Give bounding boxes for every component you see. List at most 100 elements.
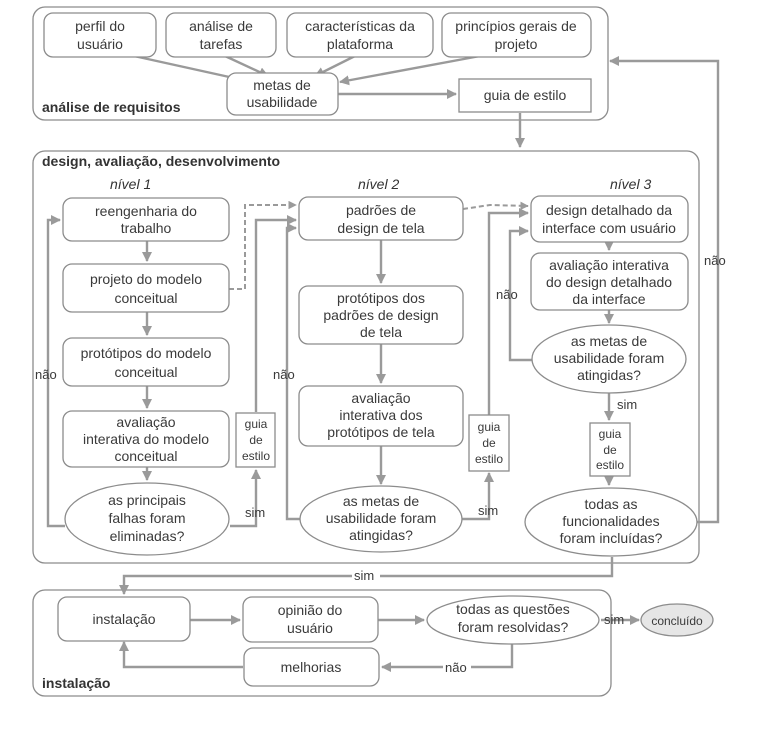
- edge-label-no-requirements: não: [704, 253, 726, 268]
- edge-label-no-l3: não: [496, 287, 518, 302]
- dashed-l2-to-l3: [462, 201, 529, 210]
- connectors: [46, 54, 720, 673]
- arrow-principles-to-goals: [339, 54, 481, 86]
- arrow-no-back-to-requirements: [608, 55, 720, 524]
- arrow-l1-guide-to-l2: [254, 214, 298, 412]
- section-title-installation: instalação: [42, 675, 110, 691]
- section-title-requirements: análise de requisitos: [42, 99, 181, 115]
- node-label: eliminadas?: [110, 528, 185, 544]
- node-label: avaliação interativa: [549, 257, 669, 273]
- node-label: concluído: [651, 614, 703, 628]
- node-label: protótipos de tela: [327, 424, 435, 440]
- edge-label-yes-done: sim: [604, 612, 624, 627]
- node-label: padrões de design: [323, 307, 438, 323]
- node-label: avaliação: [351, 390, 410, 406]
- node-label: conceitual: [114, 364, 177, 380]
- node-label: instalação: [92, 611, 155, 627]
- node-label: conceitual: [114, 448, 177, 464]
- node-label: reengenharia do: [95, 203, 197, 219]
- node-label: perfil do: [75, 18, 125, 34]
- node-label: características da: [305, 18, 415, 34]
- edge-label-yes-to-installation: sim: [354, 568, 374, 583]
- node-label: guia: [478, 420, 501, 434]
- node-platform: características da plataforma: [286, 12, 434, 58]
- edge-label-no-l2: não: [273, 367, 295, 382]
- node-l2-decision: as metas de usabilidade foram atingidas?: [299, 485, 463, 553]
- node-l2-patterns: padrões de design de tela: [298, 196, 464, 241]
- node-label: interativa dos: [339, 407, 422, 423]
- arrow-l1-yes-to-guide: [230, 468, 262, 528]
- node-label: as metas de: [571, 333, 647, 349]
- node-label: interface com usuário: [542, 220, 676, 236]
- node-label: tarefas: [200, 36, 243, 52]
- node-l3-detailed-design: design detalhado da interface com usuári…: [530, 195, 689, 243]
- node-label: do design detalhado: [546, 274, 672, 290]
- node-label: foram incluídas?: [560, 530, 663, 546]
- arrow-l1-no-loop: [46, 214, 65, 528]
- node-label: interativa do modelo: [83, 431, 209, 447]
- section-title-design: design, avaliação, desenvolvimento: [42, 153, 280, 169]
- node-l1-style-guide: guia de estilo: [235, 412, 276, 468]
- node-label: plataforma: [327, 36, 393, 52]
- node-label: padrões de: [346, 202, 416, 218]
- node-issues-resolved: todas as questões foram resolvidas?: [426, 595, 600, 645]
- arrow-no-to-improvements: [380, 643, 514, 673]
- node-improvements: melhorias: [243, 647, 380, 687]
- node-label: todas as: [585, 496, 638, 512]
- node-label: guia: [245, 417, 268, 431]
- edge-label-yes-l3: sim: [617, 397, 637, 412]
- arrow-l2-yes-to-guide: [462, 471, 495, 521]
- node-label: de: [249, 433, 263, 447]
- node-label: funcionalidades: [562, 513, 659, 529]
- node-label: protótipos dos: [337, 290, 425, 306]
- node-label: estilo: [242, 449, 270, 463]
- node-style-guide: guia de estilo: [458, 78, 592, 113]
- node-task-analysis: análise de tarefas: [165, 12, 277, 58]
- node-label: da interface: [572, 291, 645, 307]
- level-1-label: nível 1: [110, 176, 151, 192]
- node-done: concluído: [640, 603, 714, 637]
- arrow-improvements-to-install: [118, 640, 243, 669]
- node-l2-prototypes: protótipos dos padrões de design de tela: [298, 285, 464, 345]
- node-label: protótipos do modelo: [81, 345, 212, 361]
- node-user-profile: perfil do usuário: [43, 12, 157, 58]
- arrow-l2-guide-to-l3: [487, 207, 530, 415]
- node-label: melhorias: [281, 659, 342, 675]
- node-label: projeto do modelo: [90, 271, 202, 287]
- node-label: guia de estilo: [484, 87, 567, 103]
- node-label: estilo: [596, 458, 624, 472]
- node-label: design de tela: [337, 220, 424, 236]
- node-l3-style-guide: guia de estilo: [589, 422, 631, 477]
- node-l3-evaluation: avaliação interativa do design detalhado…: [530, 252, 689, 311]
- node-label: guia: [599, 427, 622, 441]
- node-label: atingidas?: [577, 367, 641, 383]
- node-label: atingidas?: [349, 527, 413, 543]
- node-label: de: [482, 436, 496, 450]
- edge-label-no-l1: não: [35, 367, 57, 382]
- dashed-l1-to-l2: [229, 200, 297, 290]
- node-label: projeto: [495, 36, 538, 52]
- edge-label-yes-l2: sim: [478, 503, 498, 518]
- level-2-label: nível 2: [358, 176, 399, 192]
- node-label: usabilidade: [247, 94, 318, 110]
- node-l1-conceptual-model: projeto do modelo conceitual: [62, 263, 230, 313]
- node-label: usuário: [287, 620, 333, 636]
- node-label: trabalho: [121, 220, 172, 236]
- node-label: estilo: [475, 452, 503, 466]
- node-installation: instalação: [57, 596, 191, 642]
- node-label: usabilidade foram: [326, 510, 437, 526]
- node-label: de tela: [360, 324, 402, 340]
- node-l1-decision: as principais falhas foram eliminadas?: [64, 482, 230, 556]
- edge-labels: não não não não sim sim sim sim sim não: [35, 253, 726, 675]
- node-label: avaliação: [116, 414, 175, 430]
- node-label: as metas de: [343, 493, 419, 509]
- node-label: todas as questões: [456, 601, 570, 617]
- node-user-feedback: opinião do usuário: [242, 596, 379, 643]
- node-l2-evaluation: avaliação interativa dos protótipos de t…: [298, 385, 464, 447]
- node-label: foram resolvidas?: [458, 619, 569, 635]
- node-l1-prototypes: protótipos do modelo conceitual: [62, 337, 230, 387]
- node-label: opinião do: [278, 602, 343, 618]
- node-label: as principais: [108, 492, 186, 508]
- node-label: usabilidade foram: [554, 350, 665, 366]
